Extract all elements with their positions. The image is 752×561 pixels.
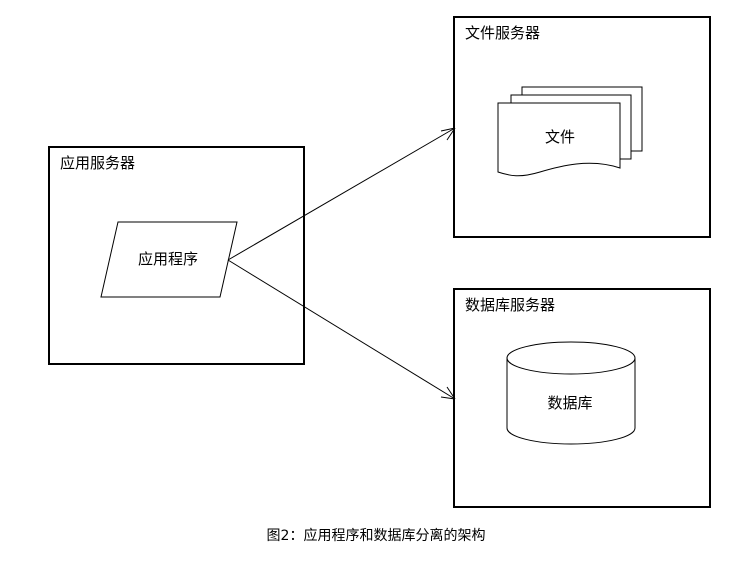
figure-caption: 图2：应用程序和数据库分离的架构 <box>266 528 486 544</box>
file-server-title: 文件服务器 <box>465 24 541 42</box>
arrowhead-file-server-a <box>440 127 456 132</box>
application-label: 应用程序 <box>137 250 198 268</box>
arrow-app-to-file-server <box>227 127 456 261</box>
database-cylinder <box>506 341 636 445</box>
document-front-sheet <box>497 102 621 177</box>
file-server-box: 文件服务器 <box>453 16 711 238</box>
application-parallelogram <box>100 221 238 298</box>
database-label: 数据库 <box>547 394 593 412</box>
cylinder-body <box>506 358 636 445</box>
app-server-title: 应用服务器 <box>60 154 136 172</box>
file-document-stack <box>497 86 643 177</box>
arrowhead-db-server-a <box>440 396 456 400</box>
file-label: 文件 <box>544 128 575 146</box>
arrowhead-file-server-b <box>446 127 456 141</box>
arrow-app-to-db-server <box>227 259 456 400</box>
arrowhead-db-server-b <box>446 386 456 400</box>
db-server-title: 数据库服务器 <box>465 296 556 314</box>
cylinder-top <box>506 341 636 375</box>
